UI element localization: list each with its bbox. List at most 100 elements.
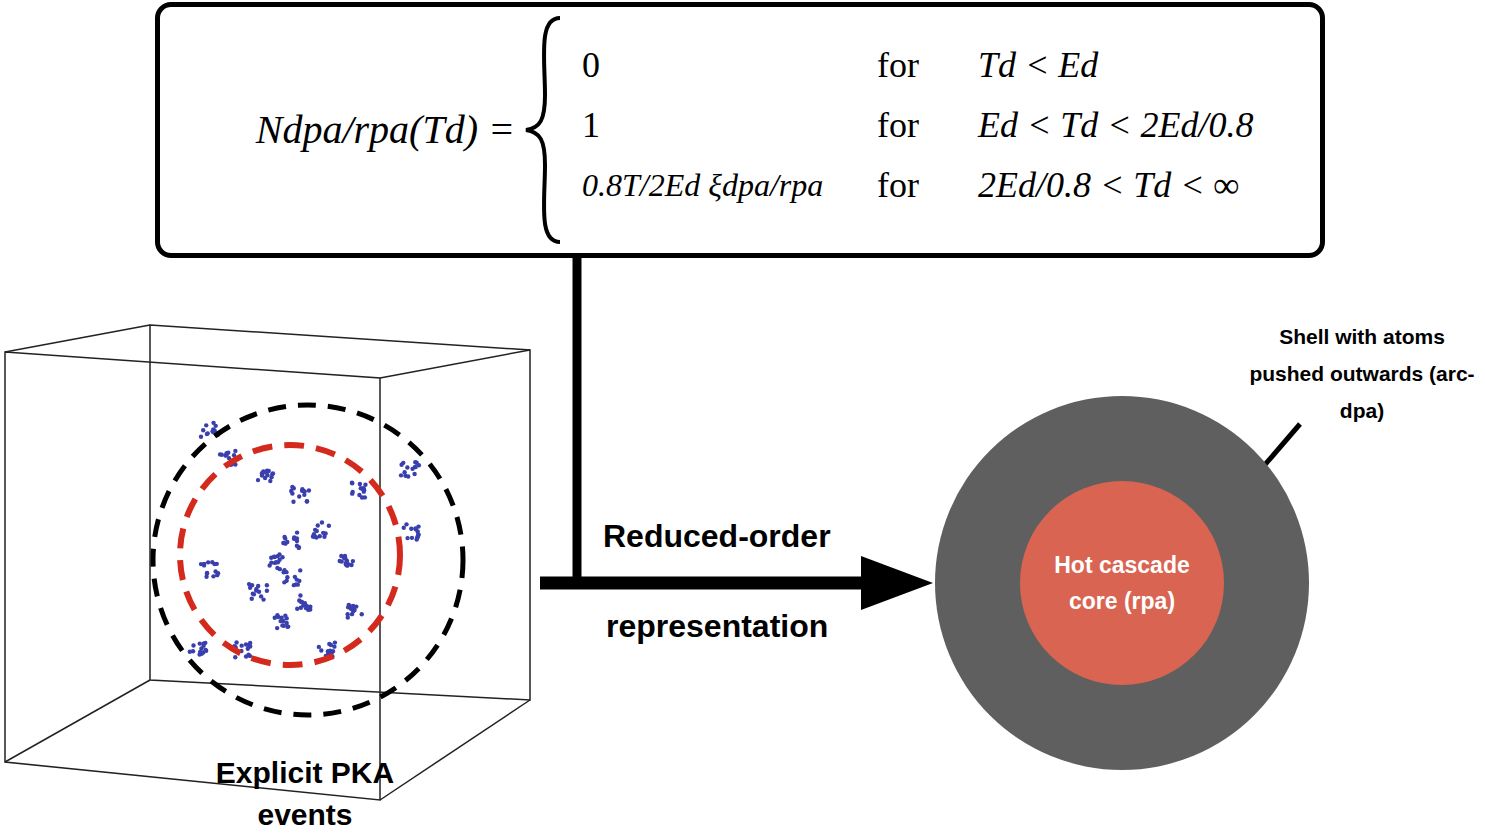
defect-dot (206, 431, 210, 435)
defect-dot (204, 423, 208, 427)
defect-dot (212, 562, 216, 566)
defect-dot (329, 643, 333, 647)
defect-dot (358, 482, 362, 486)
defect-dot (285, 575, 289, 579)
defect-dot (233, 655, 237, 659)
defect-dot (292, 537, 296, 541)
defect-dot (202, 562, 206, 566)
core-label: Hot cascade core (rpa) (1047, 547, 1197, 619)
defect-dot (316, 523, 320, 527)
defect-dot (248, 654, 252, 658)
equation-box: Ndpa/rpa(Td) =0forTd < Ed1forEd < Td < 2… (155, 2, 1325, 258)
defect-dot (412, 472, 416, 476)
defect-dot (265, 583, 269, 587)
defect-dot (363, 483, 367, 487)
defect-dot (298, 568, 302, 572)
defect-dot (244, 654, 248, 658)
defect-dot (233, 449, 237, 453)
arrow-label: representation (606, 608, 828, 645)
defect-dot (320, 520, 324, 524)
equation-term: for (877, 47, 919, 83)
defect-dot (363, 495, 367, 499)
defect-dot (346, 605, 350, 609)
defect-dot (290, 485, 294, 489)
defect-dot (333, 640, 337, 644)
defect-dot (297, 494, 301, 498)
equation-term: for (877, 167, 919, 203)
defect-dot (409, 527, 413, 531)
defect-dot (295, 577, 299, 581)
defect-dot (191, 649, 195, 653)
equation-term: 2Ed/0.8 < Td < ∞ (978, 167, 1239, 203)
outer-dashed-circle (153, 405, 463, 715)
defect-dot (403, 474, 407, 478)
defect-dot (250, 597, 254, 601)
defect-dot (346, 615, 350, 619)
defect-dot (191, 643, 195, 647)
defect-dot (319, 648, 323, 652)
cube-edge (5, 325, 150, 352)
defect-dot (265, 589, 269, 593)
defect-dot (271, 471, 275, 475)
defect-dot (295, 530, 299, 534)
defect-dot (211, 574, 215, 578)
defect-dot (339, 554, 343, 558)
defect-dot (211, 421, 215, 425)
cube-edge (5, 680, 150, 762)
defect-dot (352, 605, 356, 609)
defect-dot (280, 623, 284, 627)
defect-dot (218, 452, 222, 456)
equation-term: 0.8T/2Ed ξdpa/rpa (582, 169, 823, 201)
figure-caption: Explicit PKA events (175, 752, 435, 836)
connector-line (573, 256, 582, 582)
defect-dot (405, 536, 409, 540)
defect-dot (307, 488, 311, 492)
equation-term: 0 (582, 47, 600, 83)
defect-dot (277, 558, 281, 562)
defect-dot (339, 559, 343, 563)
defect-dot (252, 592, 256, 596)
flow-arrow (540, 556, 933, 610)
defect-dot (248, 644, 252, 648)
defect-dot (254, 587, 258, 591)
defect-dot (279, 616, 283, 620)
cube-back-face (150, 325, 530, 700)
defect-dot (299, 600, 303, 604)
pka-illustration: Explicit PKA events (0, 320, 535, 820)
defect-dot (205, 571, 209, 575)
defect-dot (413, 460, 417, 464)
defect-dot (291, 500, 295, 504)
defect-dot (205, 432, 209, 436)
defect-dot (285, 540, 289, 544)
defect-dot (282, 535, 286, 539)
defect-dot (206, 560, 210, 564)
defect-dot (350, 481, 354, 485)
defect-dot (277, 552, 281, 556)
defect-dot (344, 560, 348, 564)
defect-dot (399, 473, 403, 477)
defect-dot (292, 583, 296, 587)
defect-dot (415, 529, 419, 533)
cube-edge (380, 700, 530, 800)
defect-dot (327, 524, 331, 528)
defect-dot (278, 567, 282, 571)
defect-dot (269, 475, 273, 479)
equation-term: 1 (582, 107, 600, 143)
defect-clusters (188, 421, 421, 660)
defect-dot (305, 499, 309, 503)
arrow-shaft (540, 577, 865, 590)
defect-dot (247, 582, 251, 586)
defect-dot (210, 429, 214, 433)
defect-dot (201, 641, 205, 645)
defect-dot (261, 597, 265, 601)
defect-dot (285, 625, 289, 629)
equation-term: Td < Ed (978, 47, 1098, 83)
defect-dot (360, 612, 364, 616)
defect-dot (269, 556, 273, 560)
equation-term: for (877, 107, 919, 143)
arrow-head (861, 556, 933, 610)
defect-dot (213, 569, 217, 573)
arrow-label: Reduced-order (603, 518, 831, 555)
simulation-cube (5, 325, 530, 800)
